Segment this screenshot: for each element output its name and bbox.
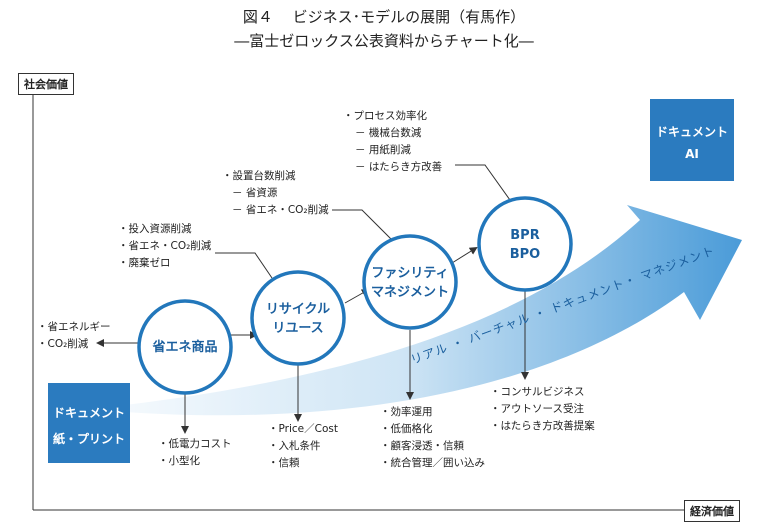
stage-label-bpr: BPR BPO <box>479 226 571 264</box>
note-shoene-below: ・低電力コスト ・小型化 <box>158 436 232 470</box>
figure-title: 図４ ビジネス･モデルの展開（有馬作） <box>242 8 526 26</box>
note-line: － 省エネ・CO₂削減 <box>232 204 329 216</box>
note-line: ・CO₂削減 <box>37 338 89 350</box>
note-facility-below: ・効率運用 ・低価格化 ・顧客浸透・信頼 ・統合管理／囲い込み <box>380 404 485 472</box>
note-recycle-above: ・投入資源削減 ・省エネ・CO₂削減 ・廃棄ゼロ <box>118 221 211 272</box>
x-axis-label: 経済価値 <box>684 500 740 522</box>
stage-circle-bpr <box>477 196 573 292</box>
start-box-line1: ドキュメント <box>52 406 125 420</box>
note-line: ・信頼 <box>268 457 300 469</box>
facility-callout <box>332 209 393 241</box>
stage-label-line: ファシリティ <box>371 266 449 281</box>
note-line: － はたらき方改善 <box>355 161 443 173</box>
note-line: ・廃棄ゼロ <box>118 257 171 269</box>
note-line: ・小型化 <box>158 455 200 467</box>
note-line: － 機械台数減 <box>355 127 422 139</box>
note-line: ・低電力コスト <box>158 438 232 450</box>
stage-label-line: リユース <box>272 321 324 336</box>
stage-circle-recycle <box>250 270 346 366</box>
note-line: ・プロセス効率化 <box>343 110 427 122</box>
note-line: ・投入資源削減 <box>118 223 192 235</box>
note-line: － 用紙削減 <box>355 144 411 156</box>
note-line: ・Price／Cost <box>268 423 338 435</box>
stage-label-line: 省エネ商品 <box>152 340 218 355</box>
growth-arrow <box>125 205 742 416</box>
bpr-callout <box>455 164 511 201</box>
stage-label-line: BPR <box>510 228 540 243</box>
note-line: ・コンサルビジネス <box>490 386 585 398</box>
stage-circle-facility <box>362 234 458 330</box>
note-line: ・省エネルギー <box>37 321 111 333</box>
note-shoene-side: ・省エネルギー ・CO₂削減 <box>37 319 111 353</box>
note-bpr-above: ・プロセス効率化 － 機械台数減 － 用紙削減 － はたらき方改善 <box>343 108 442 176</box>
figure-subtitle: ―富士ゼロックス公表資料からチャート化― <box>234 32 534 50</box>
start-box <box>48 383 130 463</box>
connector-3 <box>451 246 478 264</box>
note-line: ・低価格化 <box>380 423 433 435</box>
note-line: ・顧客浸透・信頼 <box>380 440 464 452</box>
y-axis-label: 社会価値 <box>18 73 74 95</box>
stage-label-shoene: 省エネ商品 <box>139 338 231 357</box>
stage-label-line: リサイクル <box>265 302 331 317</box>
note-line: ・設置台数削減 <box>222 170 296 182</box>
end-box <box>650 99 734 181</box>
note-line: ・アウトソース受注 <box>490 403 584 415</box>
recycle-callout <box>215 252 273 279</box>
note-line: ・入札条件 <box>268 440 321 452</box>
stage-label-line: BPO <box>509 247 541 262</box>
note-facility-above: ・設置台数削減 － 省資源 － 省エネ・CO₂削減 <box>222 168 329 219</box>
stage-label-facility: ファシリティ マネジメント <box>364 264 456 302</box>
note-line: － 省資源 <box>232 187 278 199</box>
stage-label-recycle: リサイクル リユース <box>252 300 344 338</box>
end-box-line2: AI <box>685 147 699 161</box>
start-box-line2: 紙・プリント <box>52 432 125 446</box>
note-line: ・統合管理／囲い込み <box>380 457 485 469</box>
stage-label-line: マネジメント <box>370 285 449 300</box>
note-line: ・省エネ・CO₂削減 <box>118 240 212 252</box>
stage-circle-shoene <box>137 299 233 395</box>
note-recycle-below: ・Price／Cost ・入札条件 ・信頼 <box>268 421 338 472</box>
note-line: ・効率運用 <box>380 406 433 418</box>
note-line: ・はたらき方改善提案 <box>490 420 595 432</box>
end-box-line1: ドキュメント <box>655 125 728 139</box>
note-bpr-below: ・コンサルビジネス ・アウトソース受注 ・はたらき方改善提案 <box>490 384 595 435</box>
